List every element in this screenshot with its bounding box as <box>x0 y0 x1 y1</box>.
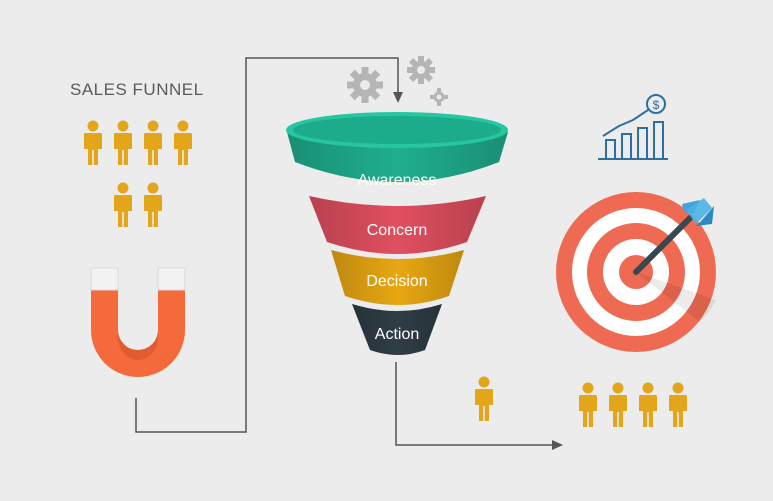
funnel-stage-decision: Decision <box>331 250 464 305</box>
flow-connector-lines <box>135 57 563 450</box>
dart-icon <box>633 198 714 275</box>
funnel-to-customers-line <box>395 362 555 446</box>
svg-text:$: $ <box>653 98 660 112</box>
stage-label-action: Action <box>375 326 419 343</box>
funnel-stage-concern: Concern <box>309 196 486 254</box>
people-group-icon <box>84 120 192 227</box>
funnel: Awareness Concern Decision Action <box>286 112 508 355</box>
customers-arrowhead <box>552 440 563 450</box>
stage-label-decision: Decision <box>366 273 427 290</box>
gear-icon <box>347 56 448 106</box>
funnel-stage-action: Action <box>352 304 442 355</box>
diagram-title: SALES FUNNEL <box>70 80 204 99</box>
target-icon <box>556 192 716 352</box>
magnet-icon <box>90 267 186 377</box>
customers-group-icon <box>579 382 687 427</box>
funnel-entry-arrowhead <box>393 92 403 103</box>
stage-label-awareness: Awareness <box>358 172 437 189</box>
stage-label-concern: Concern <box>367 222 427 239</box>
growth-chart-icon: $ <box>598 94 668 160</box>
funnel-stage-awareness: Awareness <box>286 112 508 189</box>
person-icon <box>475 376 493 421</box>
magnet-to-funnel-line <box>135 57 399 433</box>
